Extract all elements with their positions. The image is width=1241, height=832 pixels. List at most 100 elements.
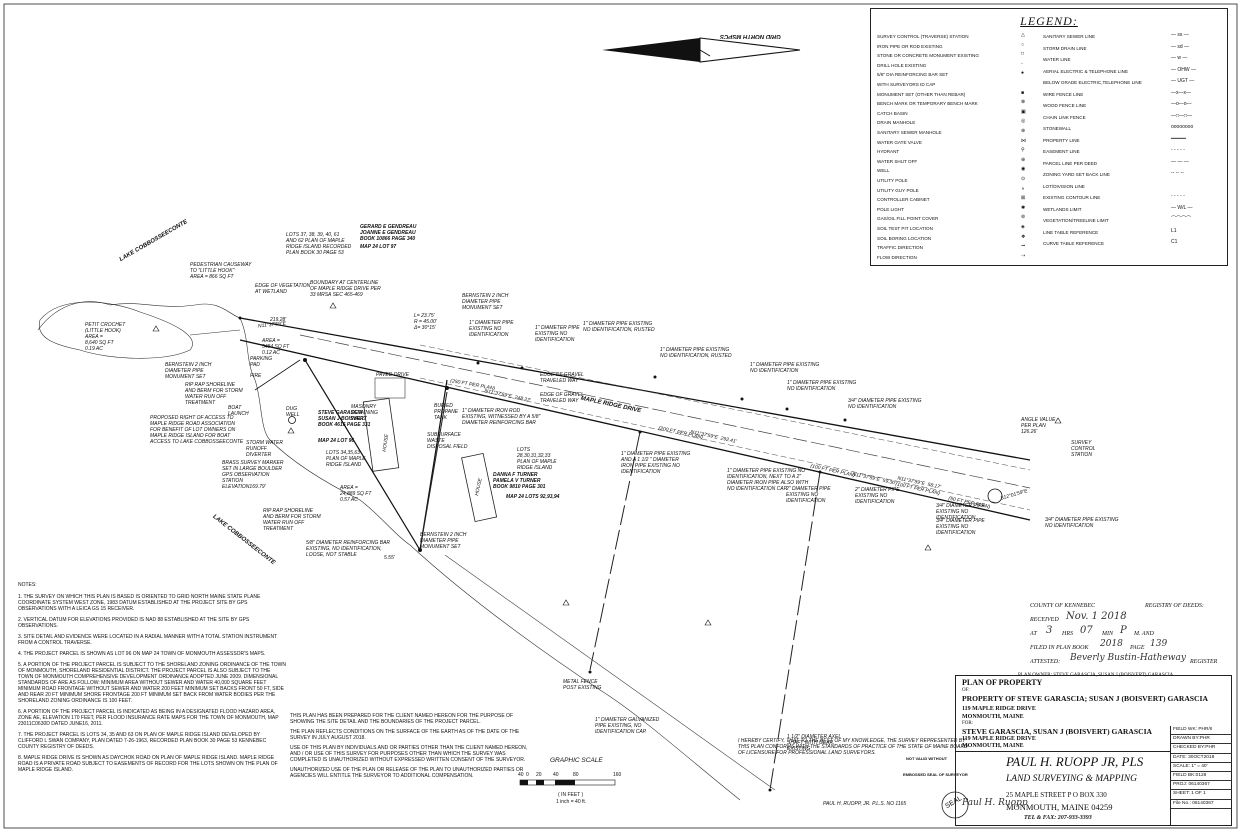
firm-subtitle: LAND SURVEYING & MAPPING xyxy=(1006,774,1137,784)
address-1: 119 MAPLE RIDGE DRIVE xyxy=(962,706,1036,712)
gravel-edge-2 xyxy=(419,377,1031,511)
legend-item: AERIAL ELECTRIC & TELEPHONE LINE xyxy=(1043,68,1129,74)
legend-symbol-icon: ➞ xyxy=(1021,243,1026,250)
scale-tick-label: 80 xyxy=(573,772,579,778)
legend-item: CONTROLLER CABINET xyxy=(877,197,930,203)
legend-item: IRON PIPE OR ROD EXISTING xyxy=(877,43,943,49)
causeway xyxy=(189,329,241,336)
statement-item: THIS PLAN HAS BEEN PREPARED FOR THE CLIE… xyxy=(290,713,514,725)
galvanized-label: 1" DIAMETER GALVANIZED PIPE EXISTING, NO… xyxy=(595,717,660,735)
pipe-noid-1: 1" DIAMETER PIPE EXISTING NO IDENTIFICAT… xyxy=(469,320,514,338)
pipe-112-label: 1" DIAMETER PIPE EXISTING AND A 1 1/2 " … xyxy=(621,451,691,475)
dim-5-55: 5.55' xyxy=(384,555,395,561)
map24-lots-label: MAP 24 LOTS 92,93,94 xyxy=(506,494,560,500)
for-label: FOR: xyxy=(962,721,974,726)
pipe-rusted-2: 1" DIAMETER PIPE EXISTING NO IDENTIFICAT… xyxy=(660,347,732,359)
turner-label: DANNA F TURNER PAMELA V TURNER BOOK 9810… xyxy=(493,472,546,490)
legend-item: HYDRANT xyxy=(877,149,900,155)
legend-symbol-icon: ⊠ xyxy=(1021,195,1026,202)
legend-symbol-icon: ◈ xyxy=(1021,224,1025,230)
legend-symbol-icon: ⊙ xyxy=(1021,176,1026,182)
legend-box: LEGEND: SURVEY CONTROL (TRAVERSE) STATIO… xyxy=(870,8,1228,266)
notes-heading: NOTES: xyxy=(18,582,37,588)
parking-label: PARKING PAD xyxy=(250,356,273,368)
legend-item: WATER SHUT OFF xyxy=(877,158,918,164)
angle-value-label: ANGLE VALUE PER PLAN 126.26' xyxy=(1021,417,1056,435)
gravel-edge-label-1: EDGE OF GRAVEL TRAVELED WAY xyxy=(540,372,584,384)
legend-line-sample: ⌒⌒⌒⌒ xyxy=(1171,216,1192,222)
firm-name: PAUL H. RUOPP JR, PLS xyxy=(1006,754,1144,769)
lots-37-label: LOTS 37, 38, 39, 40, 61 AND 62 PLAN OF M… xyxy=(286,232,352,256)
county-label: COUNTY OF KENNEBEC xyxy=(1030,603,1096,609)
legend-item: CHAIN LINK FENCE xyxy=(1043,114,1086,120)
legend-item: FLOW DIRECTION xyxy=(877,254,917,260)
bernstein-lower-label: BERNSTEIN 2 INCH DIAMETER PIPE MONUMENT … xyxy=(420,532,467,550)
scale-tick-label: 0 xyxy=(526,772,529,778)
scale-bar xyxy=(519,779,616,786)
legend-item: CURVE TABLE REFERENCE xyxy=(1043,241,1105,246)
survey-control-label: SURVEY CONTROL STATION xyxy=(1071,440,1096,458)
property-title: PROPERTY OF STEVE GARASCIA; SUSAN J (BOI… xyxy=(962,694,1208,703)
pipe-noid-3: 1" DIAMETER PIPE EXISTING NO IDENTIFICAT… xyxy=(750,362,820,374)
legend-line-sample: oooooooo xyxy=(1171,124,1194,130)
scale-unit: ( IN FEET ) xyxy=(558,792,584,798)
note-item: 8. MAPLE RIDGE DRIVE IS SHOWN AS DAYCHOK… xyxy=(18,755,278,773)
pipe-34c-label: 3/4" DIAMETER PIPE EXISTING NO IDENTIFIC… xyxy=(936,518,985,536)
firm-phone: TEL & FAX: 207-933-3393 xyxy=(1024,815,1092,821)
legend-symbol-icon: ■ xyxy=(1021,89,1025,96)
riprap2-label: RIP RAP SHORELINE AND BERM FOR STORM WAT… xyxy=(263,508,321,532)
statements-section: THIS PLAN HAS BEEN PREPARED FOR THE CLIE… xyxy=(290,713,530,783)
map24-lot96: MAP 24 LOT 96 xyxy=(318,438,355,444)
received-value: Nov. 1 2018 xyxy=(1066,611,1127,622)
legend-item: DRAIN MANHOLE xyxy=(877,120,916,126)
min-label: MIN xyxy=(1102,631,1113,637)
min-value: 07 xyxy=(1080,625,1093,636)
lot-line-3 xyxy=(769,471,821,791)
city-1: MONMOUTH, MAINE xyxy=(962,714,1024,720)
fire-label: FIRE xyxy=(250,373,262,379)
legend-symbol-icon: □ xyxy=(1021,51,1025,58)
rebar-existing-label: 5/8" DIAMETER REINFORCING BAR EXISTING, … xyxy=(306,540,391,558)
note-item: 1. THE SURVEY ON WHICH THIS PLAN IS BASE… xyxy=(18,594,261,612)
little-hook-island xyxy=(38,301,193,359)
legend-title: LEGEND: xyxy=(1020,14,1078,28)
legend-item: BELOW GRADE ELECTRIC,TELEPHONE LINE xyxy=(1043,80,1142,85)
legend-line-sample: — OHW — xyxy=(1171,66,1196,73)
pipe-noid-5: 3/4" DIAMETER PIPE EXISTING NO IDENTIFIC… xyxy=(848,398,922,410)
pipe-noid-4: 1" DIAMETER PIPE EXISTING NO IDENTIFICAT… xyxy=(787,380,857,392)
legend-symbol-icon: ⊕ xyxy=(1021,156,1026,163)
scale-title: GRAPHIC SCALE xyxy=(550,757,603,764)
client-name: STEVE GARASCIA, SUSAN J (BOISVERT) GARAS… xyxy=(962,727,1153,736)
legend-line-sample: — UGT — xyxy=(1171,78,1195,84)
lot-line-2 xyxy=(589,431,641,671)
surveyor-signature: Paul H. Ruopp xyxy=(962,798,1028,808)
lots-28-label: LOTS 28,30,31,32,33 PLAN OF MAPLE RIDGE … xyxy=(517,447,557,471)
legend-line-sample: C1 xyxy=(1171,239,1178,245)
legend-line-sample: — w — xyxy=(1171,55,1188,61)
monument-icons xyxy=(238,316,847,792)
edge-vegetation-label: EDGE OF VEGETATION AT WETLAND xyxy=(255,283,311,295)
pipe-34d-label: 3/4" DIAMETER PIPE EXISTING NO IDENTIFIC… xyxy=(1045,517,1119,529)
legend-item: UTILITY GUY POLE xyxy=(877,187,919,193)
firm-street: 25 MAPLE STREET P O BOX 330 xyxy=(1006,791,1107,799)
pipe-2in-b-label: 2" DIAMETER PIPE EXISTING NO IDENTIFICAT… xyxy=(855,487,900,505)
gendreau-label: GERARD E GENDREAU JOANNE E GENDREAU BOOK… xyxy=(360,224,417,242)
road-centerline xyxy=(299,334,1031,489)
drawing-info-row: SCALE: 1" = 40' xyxy=(1171,763,1232,772)
notes-list: 1. THE SURVEY ON WHICH THIS PLAN IS BASE… xyxy=(18,594,286,773)
pipe-34b-label: 3/4" DIAMETER PIPE EXISTING NO IDENTIFIC… xyxy=(936,503,985,521)
bernstein-top-label: BERNSTEIN 2 INCH DIAMETER PIPE MONUMENT … xyxy=(462,293,509,311)
masonry-label: MASONRY RETAINING WALL xyxy=(351,404,378,422)
storm-diverter-label: STORM WATER RUNOFF DIVERTER xyxy=(246,440,283,458)
legend-item: MONUMENT SET (OTHER THAN REBAR) xyxy=(877,91,966,97)
legend-item: WELL xyxy=(877,168,890,174)
survey-control-icon xyxy=(987,488,1003,504)
legend-symbol-icon: △ xyxy=(1021,32,1025,38)
access-line xyxy=(254,359,301,391)
legend-line-sample: ━━━━━ xyxy=(1171,135,1187,142)
legend-item: PARCEL LINE PER DEED xyxy=(1043,160,1098,166)
note-item: 7. THE PROJECT PARCEL IS LOTS 34, 35 AND… xyxy=(18,732,267,750)
house-outline xyxy=(362,397,400,472)
address-2: 119 MAPLE RIDGE DRIVE xyxy=(962,736,1036,742)
at-label: AT xyxy=(1030,631,1037,637)
